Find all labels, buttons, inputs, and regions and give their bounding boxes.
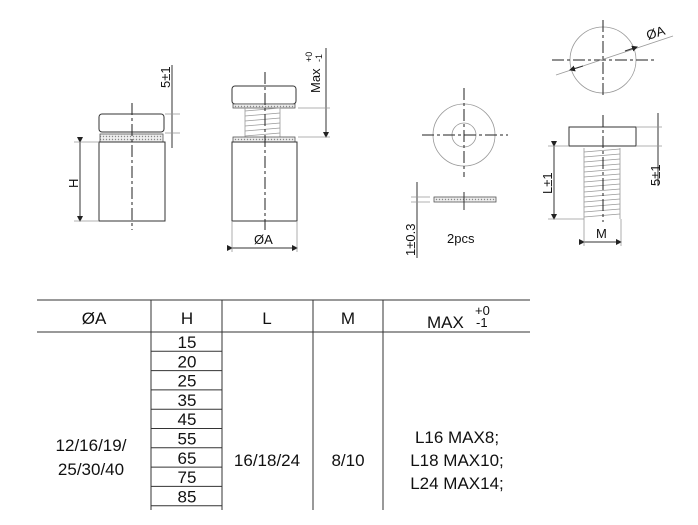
cap-top-view: ØA (552, 20, 674, 98)
exploded-side-view: ØA Max +0 -1 (227, 48, 330, 252)
diameter-top-label: ØA (644, 23, 667, 43)
header-l: L (262, 309, 271, 328)
m-value: 8/10 (331, 451, 364, 470)
diameter-label: ØA (254, 232, 273, 247)
h-value: 20 (178, 352, 197, 371)
header-max-tol-plus: +0 (475, 303, 490, 318)
max-line-1: L16 MAX8; (415, 428, 499, 447)
header-max-tol-minus: -1 (476, 315, 488, 330)
bolt-length-label: L±1 (540, 172, 555, 194)
washer-qty-label: 2pcs (447, 231, 475, 246)
h-value: 55 (178, 430, 197, 449)
max-label: Max (308, 68, 323, 93)
h-value: 45 (178, 410, 197, 429)
height-label: H (66, 179, 81, 188)
assembled-side-view: 5±1 H (66, 65, 180, 230)
diameter-values-2: 25/30/40 (58, 460, 124, 479)
h-value: 65 (178, 449, 197, 468)
l-value: 16/18/24 (234, 451, 300, 470)
header-m: M (341, 309, 355, 328)
diameter-values: 12/16/19/ (56, 436, 127, 455)
head-height-label: 5±1 (158, 66, 173, 88)
header-max: MAX (427, 313, 464, 332)
bolt-head-label: 5±1 (648, 164, 663, 186)
header-h: H (181, 309, 193, 328)
washer-views: 1±0.3 2pcs (403, 88, 508, 258)
max-tol-minus: -1 (314, 54, 324, 62)
h-value: 15 (178, 333, 197, 352)
max-line-3: L24 MAX14; (410, 474, 504, 493)
spec-table: ØA H L M MAX +0 -1 12/16/19/ 25/30/40 15… (37, 299, 530, 510)
max-tol-plus: +0 (304, 52, 314, 62)
h-value: 35 (178, 391, 197, 410)
header-diameter: ØA (82, 309, 107, 328)
h-value: 25 (178, 372, 197, 391)
thread-label: M (596, 226, 607, 241)
thread-spring (244, 107, 281, 137)
washer-thickness-label: 1±0.3 (403, 224, 418, 256)
h-value: 85 (178, 487, 197, 506)
bolt-thread (583, 148, 621, 219)
max-line-2: L18 MAX10; (410, 451, 504, 470)
bolt-view: L±1 5±1 M (540, 113, 663, 246)
h-value: 75 (178, 468, 197, 487)
